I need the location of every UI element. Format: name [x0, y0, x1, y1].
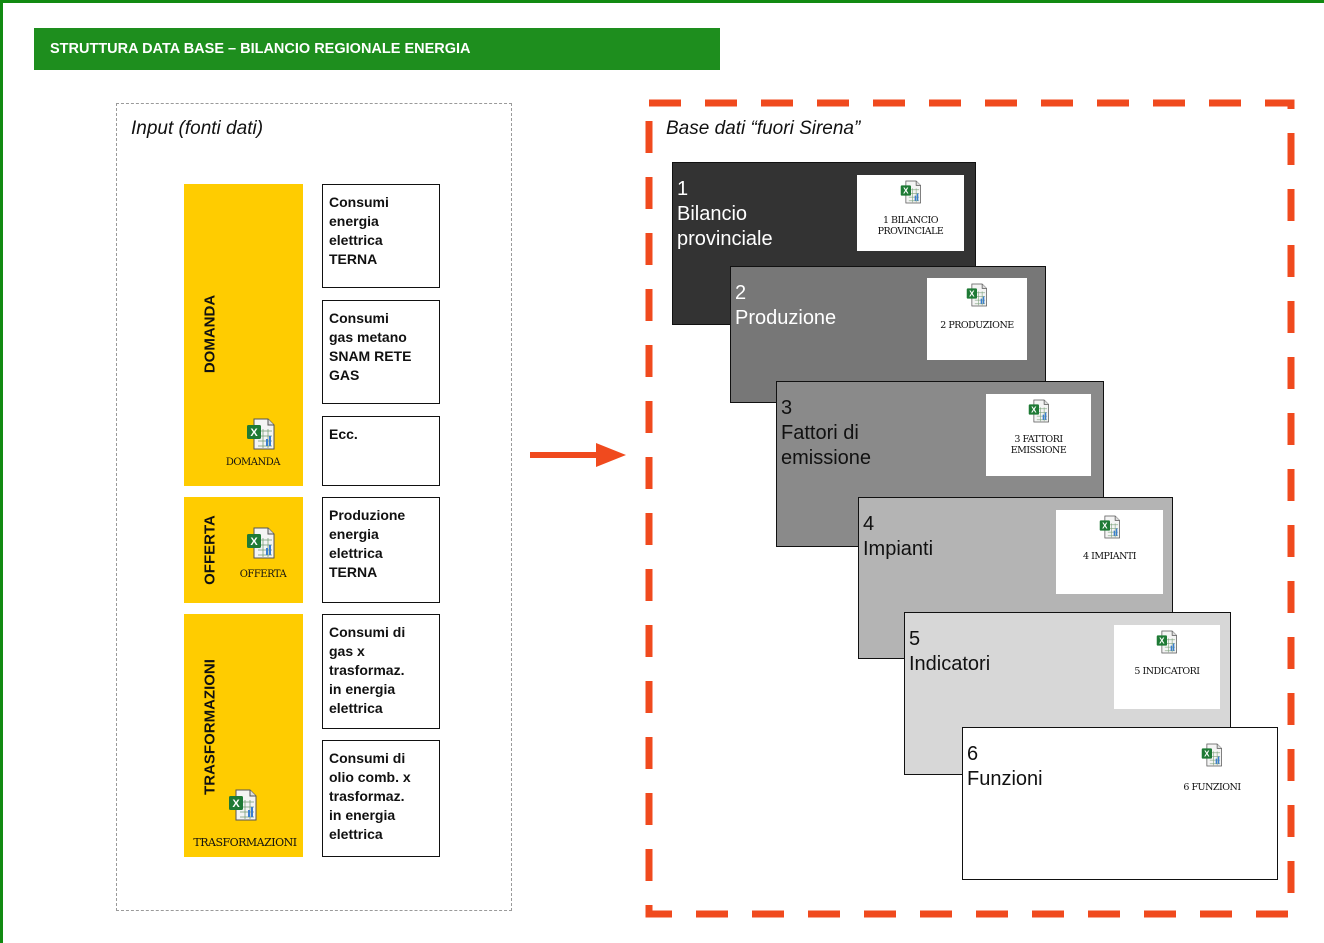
file-label: 3 FATTORI EMISSIONE: [1010, 434, 1067, 456]
excel-file-thumb[interactable]: 3 FATTORI EMISSIONE: [986, 394, 1091, 476]
card-name: Produzione: [735, 307, 837, 329]
card-number: 5: [909, 628, 921, 650]
file-label: 6 FUNZIONI: [1183, 782, 1241, 793]
icon-label: DOMANDA: [225, 457, 281, 468]
card-name: Impianti: [863, 538, 934, 560]
excel-file-thumb[interactable]: 2 PRODUZIONE: [927, 278, 1027, 360]
category-label: OFFERTA: [201, 515, 219, 585]
excel-file-thumb[interactable]: 5 INDICATORI: [1114, 625, 1220, 709]
source-box: Produzione energia elettrica TERNA: [322, 497, 440, 603]
card-number: 4: [863, 513, 875, 535]
frame-top-border: [0, 0, 1324, 3]
excel-file-thumb[interactable]: 4 IMPIANTI: [1056, 510, 1163, 594]
card-name: Fattori di emissione: [781, 422, 872, 469]
file-label: 5 INDICATORI: [1134, 666, 1200, 677]
source-box: Consumi gas metano SNAM RETE GAS: [322, 300, 440, 404]
card-name: Bilancio provinciale: [677, 203, 773, 250]
right-arrow-icon: [530, 443, 626, 467]
excel-icon[interactable]: [246, 526, 276, 560]
frame-left-border: [0, 0, 3, 943]
icon-label: TRASFORMAZIONI: [193, 836, 297, 849]
excel-icon: [1028, 398, 1050, 424]
category-label: DOMANDA: [201, 294, 219, 374]
input-panel-title: Input (fonti dati): [131, 118, 264, 139]
input-panel: [116, 103, 512, 911]
output-panel-title: Base dati “fuori Sirena”: [666, 118, 861, 139]
source-box: Consumi energia elettrica TERNA: [322, 184, 440, 288]
excel-icon: [900, 179, 922, 205]
excel-icon: [1156, 629, 1178, 655]
category-domanda: DOMANDA DOMANDA: [184, 184, 303, 486]
excel-icon: [1099, 514, 1121, 540]
source-box: Ecc.: [322, 416, 440, 486]
page-title: STRUTTURA DATA BASE – BILANCIO REGIONALE…: [34, 28, 720, 70]
category-offerta: OFFERTA OFFERTA: [184, 497, 303, 603]
excel-file-thumb[interactable]: 1 BILANCIO PROVINCIALE: [857, 175, 964, 251]
category-trasformazioni: TRASFORMAZIONI TRASFORMAZIONI: [184, 614, 303, 857]
card-name: Indicatori: [909, 653, 991, 675]
card-number: 6: [967, 743, 979, 765]
file-label: 4 IMPIANTI: [1083, 551, 1136, 562]
excel-icon: [966, 282, 988, 308]
database-card: 6 Funzioni 6 FUNZIONI: [962, 727, 1278, 880]
source-box: Consumi di gas x trasformaz. in energia …: [322, 614, 440, 729]
icon-label: OFFERTA: [239, 569, 287, 580]
excel-icon[interactable]: [228, 788, 258, 822]
category-label: TRASFORMAZIONI: [201, 659, 219, 795]
card-number: 3: [781, 397, 793, 419]
card-number: 1: [677, 178, 689, 200]
card-number: 2: [735, 282, 747, 304]
file-label: 2 PRODUZIONE: [940, 320, 1014, 331]
file-label: 1 BILANCIO PROVINCIALE: [877, 215, 944, 237]
excel-icon[interactable]: [246, 417, 276, 451]
database-card: 2 Produzione 2 PRODUZIONE: [730, 266, 1046, 403]
excel-icon: [1201, 742, 1223, 768]
card-name: Funzioni: [967, 768, 1043, 790]
source-box: Consumi di olio comb. x trasformaz. in e…: [322, 740, 440, 857]
excel-file-thumb[interactable]: 6 FUNZIONI: [1159, 738, 1265, 812]
